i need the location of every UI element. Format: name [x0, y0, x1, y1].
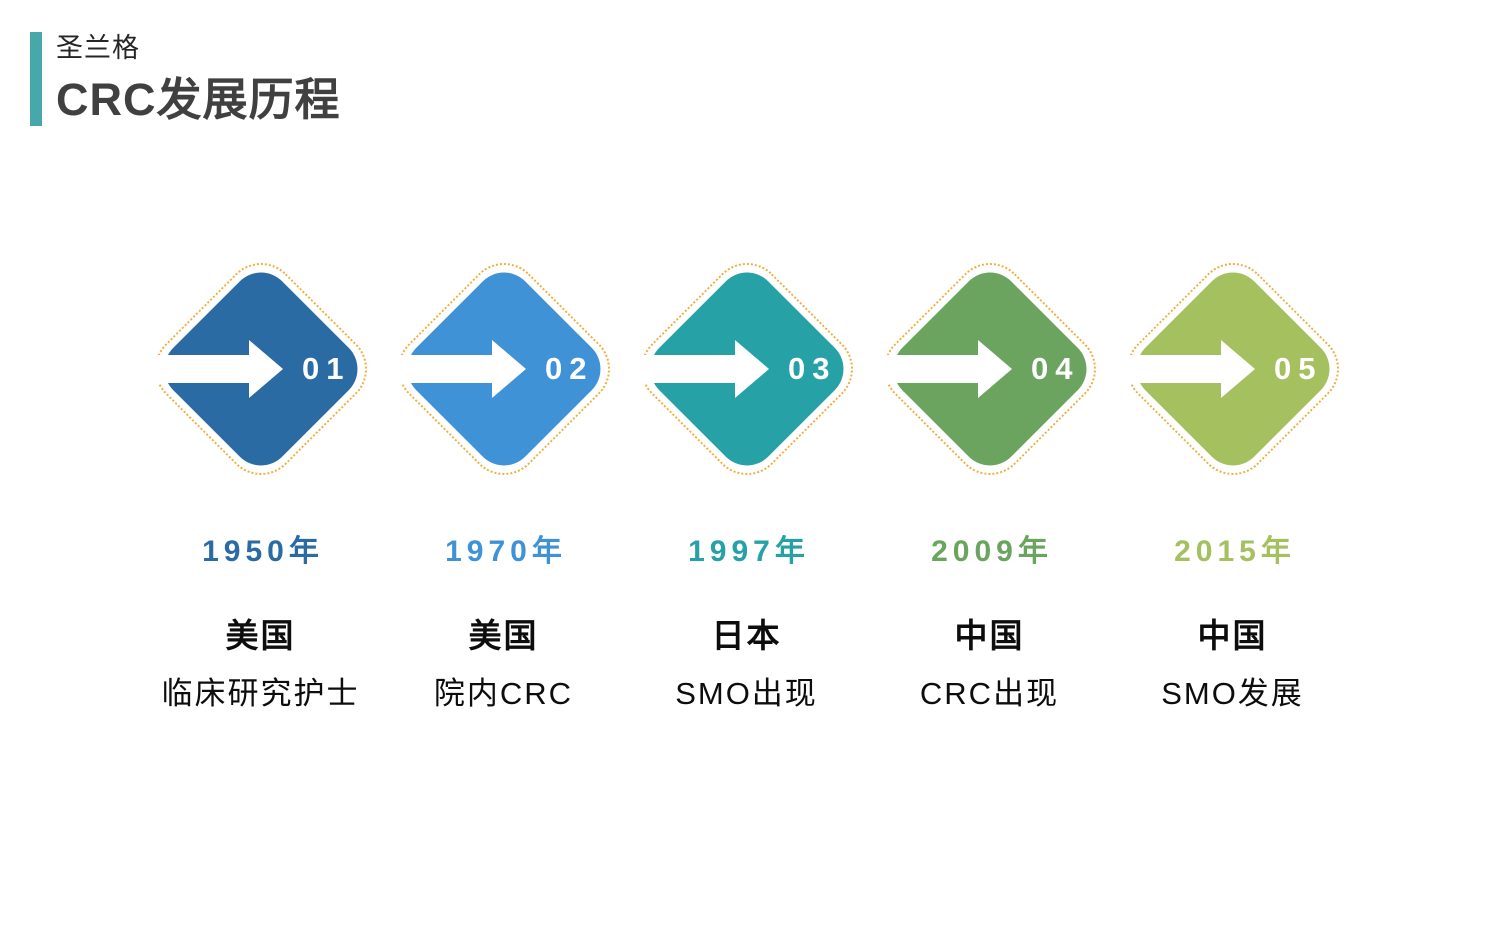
diamond-box: 03	[625, 247, 868, 490]
timeline-item-5: 05 2015年 中国 SMO发展	[1111, 247, 1354, 713]
step-description: SMO发展	[1161, 676, 1304, 711]
timeline: 01 1950年 美国 临床研究护士 02 1970年 美国 院内CRC 03 …	[139, 247, 1354, 713]
right-arrow-icon	[878, 339, 1012, 398]
step-description: 院内CRC	[433, 676, 574, 711]
step-number: 01	[302, 350, 351, 386]
timeline-item-2: 02 1970年 美国 院内CRC	[382, 247, 625, 713]
header-text: 圣兰格 CRC发展历程	[56, 32, 341, 126]
diamond-box: 05	[1111, 247, 1354, 490]
right-arrow-icon	[1121, 339, 1255, 398]
right-arrow-icon	[149, 339, 283, 398]
diamond-box: 01	[139, 247, 382, 490]
brand-label: 圣兰格	[56, 33, 140, 63]
page-title: CRC发展历程	[56, 74, 341, 126]
step-country: 美国	[225, 617, 296, 654]
step-year: 2015年	[1174, 535, 1296, 568]
step-country: 中国	[1197, 617, 1268, 654]
step-number: 04	[1031, 350, 1080, 386]
right-arrow-icon	[392, 339, 526, 398]
header: 圣兰格 CRC发展历程	[30, 32, 341, 126]
diamond-box: 02	[382, 247, 625, 490]
step-country: 美国	[468, 617, 539, 654]
accent-bar	[30, 32, 42, 126]
step-year: 1970年	[445, 535, 567, 568]
step-number: 05	[1274, 350, 1323, 386]
timeline-item-1: 01 1950年 美国 临床研究护士	[139, 247, 382, 713]
step-country: 中国	[954, 617, 1025, 654]
step-number: 02	[545, 350, 594, 386]
step-year: 2009年	[931, 535, 1053, 568]
diamond-box: 04	[868, 247, 1111, 490]
step-description: CRC出现	[919, 676, 1060, 711]
step-description: SMO出现	[675, 676, 818, 711]
step-country: 日本	[711, 617, 782, 654]
timeline-item-3: 03 1997年 日本 SMO出现	[625, 247, 868, 713]
timeline-item-4: 04 2009年 中国 CRC出现	[868, 247, 1111, 713]
step-number: 03	[788, 350, 837, 386]
step-year: 1950年	[202, 535, 324, 568]
step-year: 1997年	[688, 535, 810, 568]
right-arrow-icon	[635, 339, 769, 398]
step-description: 临床研究护士	[161, 676, 360, 711]
